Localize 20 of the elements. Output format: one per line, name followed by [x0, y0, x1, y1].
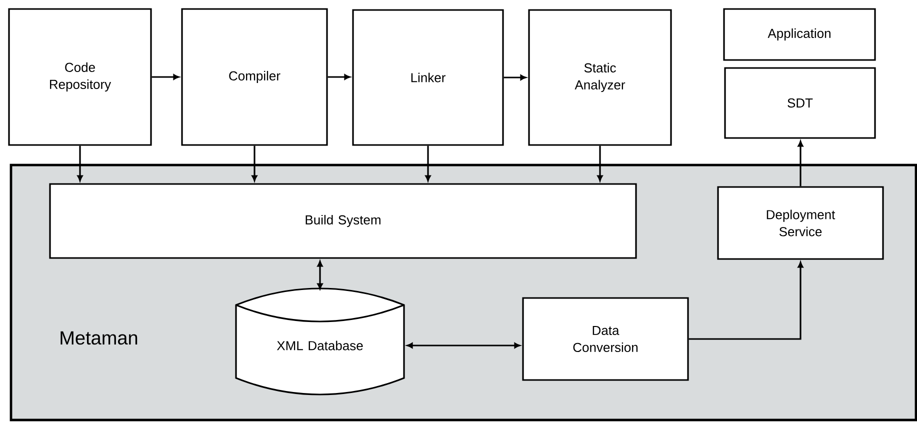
process-box: Application	[723, 8, 876, 61]
process-box: SDT	[724, 67, 876, 139]
process-box: Data Conversion	[522, 297, 689, 381]
process-box: Linker	[352, 9, 504, 146]
process-box: Compiler	[181, 8, 328, 146]
process-box: Static Analyzer	[528, 9, 672, 146]
arrow	[328, 74, 350, 80]
arrow	[688, 262, 804, 340]
arrow	[77, 146, 83, 182]
process-box: Code Repository	[8, 8, 152, 146]
arrow	[425, 146, 431, 182]
arrow	[597, 146, 603, 182]
process-box: Build System	[49, 183, 637, 259]
process-box: Deployment Service	[717, 186, 884, 260]
arrow	[317, 260, 323, 290]
arrow	[152, 74, 180, 80]
arrow	[504, 74, 526, 80]
arrow	[252, 146, 258, 182]
arrow	[798, 140, 804, 186]
arrow	[406, 342, 520, 348]
